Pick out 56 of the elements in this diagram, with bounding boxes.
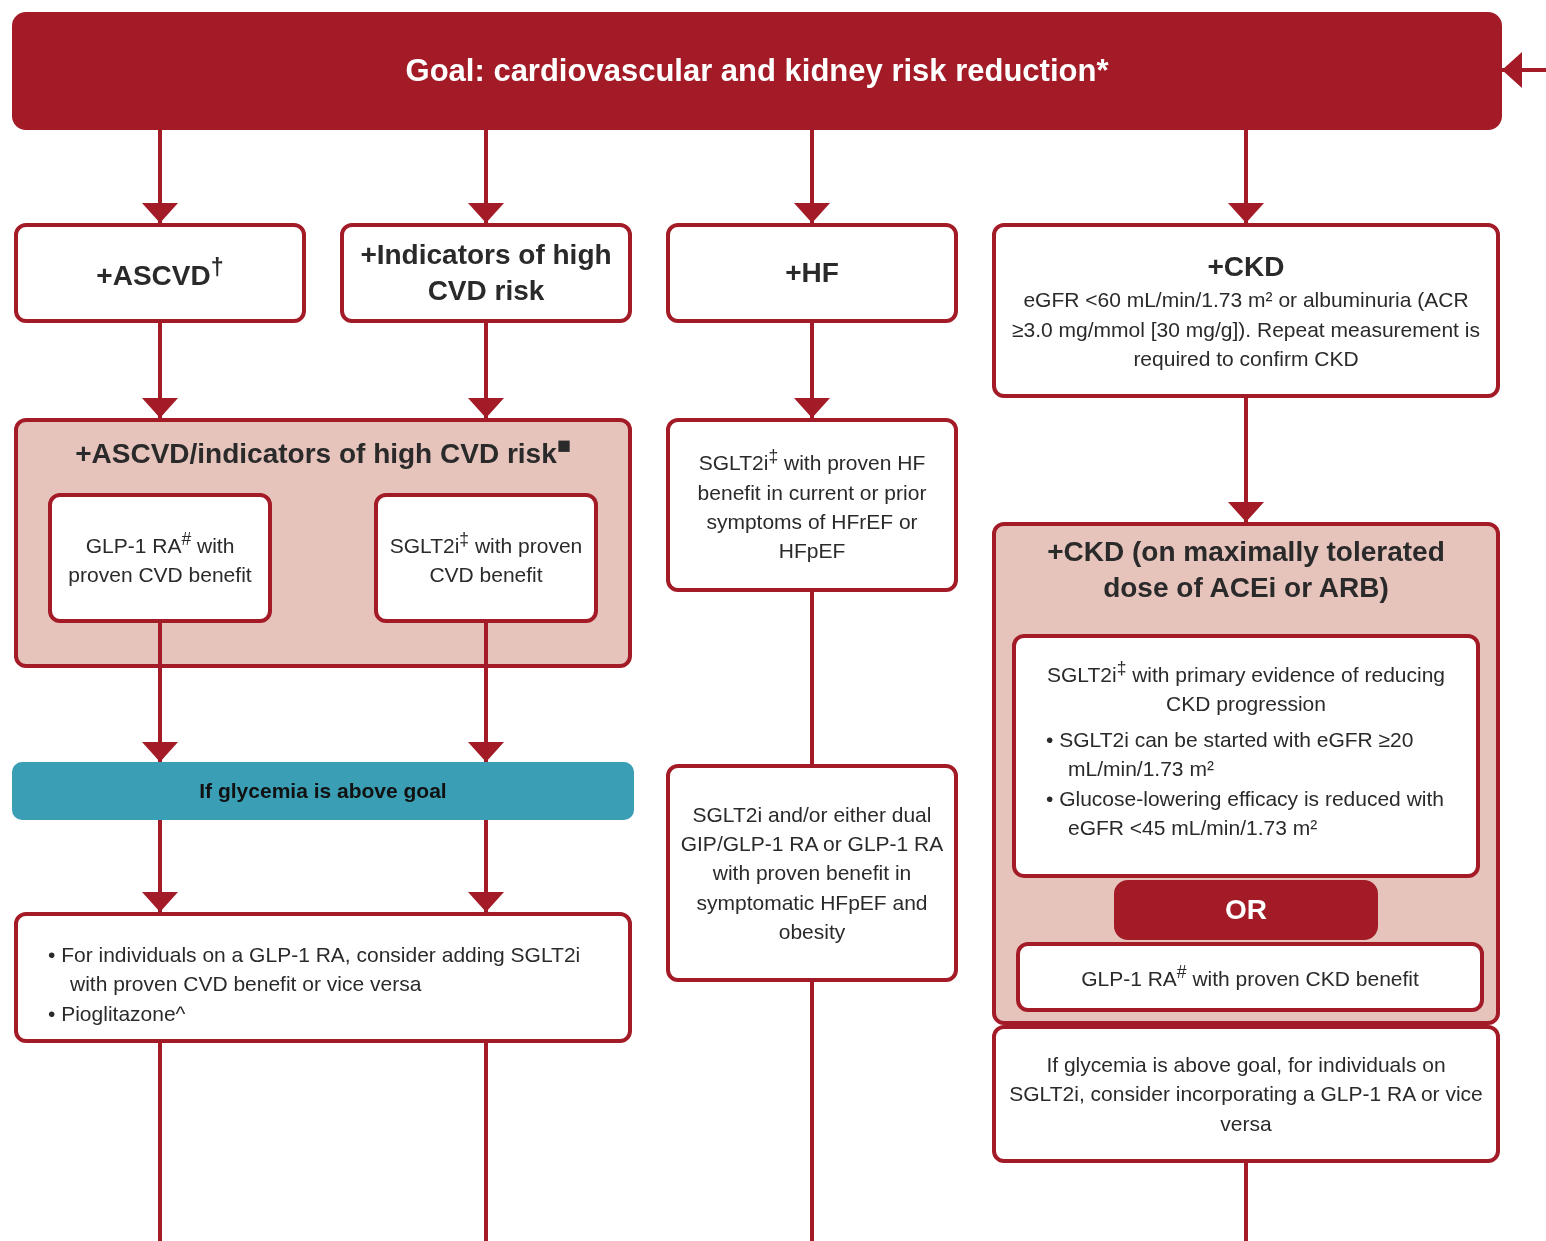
recommendation-box [992, 1025, 1500, 1163]
arrow [468, 323, 504, 418]
heading: +HF [785, 255, 839, 290]
recommendation-box [666, 764, 958, 982]
description-text: eGFR <60 mL/min/1.73 m² or albuminuria (ACR ≥3.0 mg/mmol [30 mg/g]). Repeat measurement is required to confirm CKD [1011, 287, 1481, 373]
connector-line [810, 592, 814, 764]
box-text: SGLT2i and/or either dual GIP/GLP-1 RA or GLP-1 RA with proven benefit in symptomatic HFpEF and obesity [680, 801, 944, 946]
recommendation-box [48, 493, 272, 623]
arrow [142, 130, 178, 223]
heading: +ASCVD$^{†}$ [96, 252, 224, 293]
box-text: SGLT2i$^{‡}$ with proven HF benefit in current or prior symptoms of HFrEF or HFpEF [696, 445, 928, 565]
heading: Goal: cardiovascular and kidney risk reduction* [405, 51, 1109, 90]
choice-label: OR [1225, 892, 1267, 927]
condition-box [14, 223, 306, 323]
condition-box [666, 223, 958, 323]
box-text: GLP-1 RA$^{#}$ with proven CVD benefit [67, 527, 253, 588]
condition-box [340, 223, 632, 323]
bullet-item: • For individuals on a GLP-1 RA, consider adding SGLT2i with proven CVD benefit or vice versa [48, 942, 582, 998]
condition-bar [12, 762, 634, 820]
arrow [1502, 52, 1546, 88]
bullet-item: • Glucose-lowering efficacy is reduced with eGFR <45 mL/min/1.73 m² [1046, 785, 1445, 841]
arrow [1228, 130, 1264, 223]
connector-line [158, 1043, 162, 1241]
arrow [794, 130, 830, 223]
goal-banner [12, 12, 1502, 130]
group-panel [992, 522, 1500, 1025]
box-text: GLP-1 RA$^{#}$ with proven CKD benefit [1081, 961, 1419, 993]
heading: If glycemia is above goal [199, 778, 447, 805]
group-heading: +ASCVD/indicators of high CVD risk$^{■}$ [75, 431, 571, 472]
arrow [468, 820, 504, 912]
recommendation-box [374, 493, 598, 623]
box-text: SGLT2i$^{‡}$ with proven CVD benefit [388, 527, 584, 588]
heading: +CKD [1207, 250, 1285, 284]
arrow [142, 820, 178, 912]
arrow [794, 323, 830, 418]
group-panel [14, 418, 632, 668]
connector-line [810, 982, 814, 1241]
arrow [468, 130, 504, 223]
arrow [468, 623, 504, 762]
arrow [1228, 398, 1264, 522]
bullet-item: • Pioglitazone^ [48, 1000, 187, 1027]
connector-line [484, 1043, 488, 1241]
recommendation-box [666, 418, 958, 592]
heading: +Indicators of high CVD risk [359, 237, 613, 308]
arrow [142, 623, 178, 762]
group-heading: +CKD (on maximally tolerated dose of ACEi or ARB) [1046, 535, 1446, 606]
choice-badge [1114, 880, 1378, 940]
box-text: SGLT2i$^{‡}$ with primary evidence of reducing CKD progression [1046, 657, 1446, 718]
recommendation-box [1016, 942, 1484, 1012]
recommendation-box [14, 912, 632, 1043]
connector-line [1244, 1163, 1248, 1241]
recommendation-box [1012, 634, 1480, 878]
arrow [142, 323, 178, 418]
box-text: If glycemia is above goal, for individuals on SGLT2i, consider incorporating a GLP-1 RA or vice versa [1008, 1051, 1484, 1137]
bullet-item: • SGLT2i can be started with eGFR ≥20 mL/min/1.73 m² [1046, 726, 1415, 783]
condition-box [992, 223, 1500, 398]
